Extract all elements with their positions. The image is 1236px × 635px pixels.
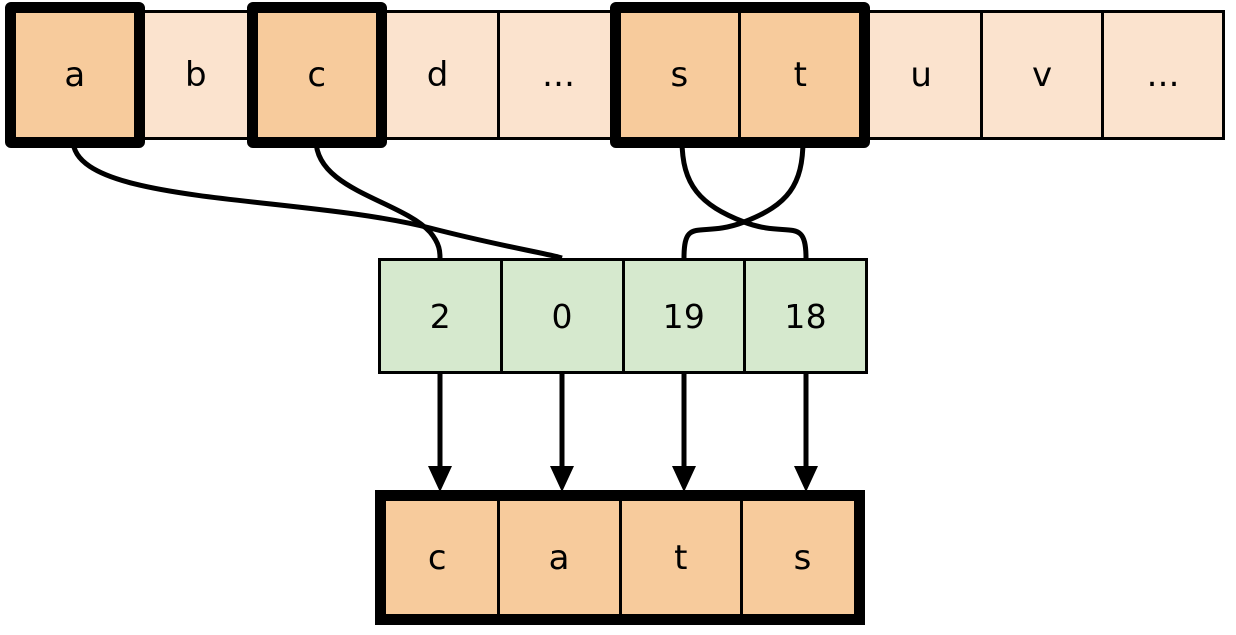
index-cell-1[interactable]: 0 [499,258,625,374]
alphabet-cell-v[interactable]: v [980,10,1105,140]
index-cell-2[interactable]: 19 [621,258,747,374]
arrow-head-0-to-a [550,466,574,492]
index-row: 2 0 19 18 [378,258,868,374]
alphabet-cell-c[interactable]: c [254,10,379,140]
arrow-head-18-to-s [794,466,818,492]
output-cell-2[interactable]: t [618,490,744,625]
alphabet-cell-ellipsis-1: ... [496,10,621,140]
alphabet-cell-t[interactable]: t [738,10,863,140]
alphabet-cell-ellipsis-2: ... [1101,10,1226,140]
alphabet-row: a b c d ... s t u v ... [13,10,1226,140]
output-cell-1[interactable]: a [496,490,622,625]
curve-s-to-index-18 [679,139,809,259]
index-cell-0[interactable]: 2 [378,258,503,374]
alphabet-cell-b[interactable]: b [133,10,258,140]
arrow-head-19-to-t [672,466,696,492]
index-cell-3[interactable]: 18 [743,258,868,374]
arrow-head-2-to-c [428,466,452,492]
alphabet-cell-u[interactable]: u [859,10,984,140]
output-cell-0[interactable]: c [375,490,500,625]
alphabet-cell-s[interactable]: s [617,10,742,140]
curve-t-to-index-19 [681,139,806,259]
alphabet-cell-a[interactable]: a [13,10,137,140]
output-cell-3[interactable]: s [740,490,865,625]
curve-c-to-index-2 [313,139,443,259]
alphabet-cell-d[interactable]: d [375,10,500,140]
output-row: c a t s [375,490,865,625]
curve-a-to-index-0 [70,139,563,261]
